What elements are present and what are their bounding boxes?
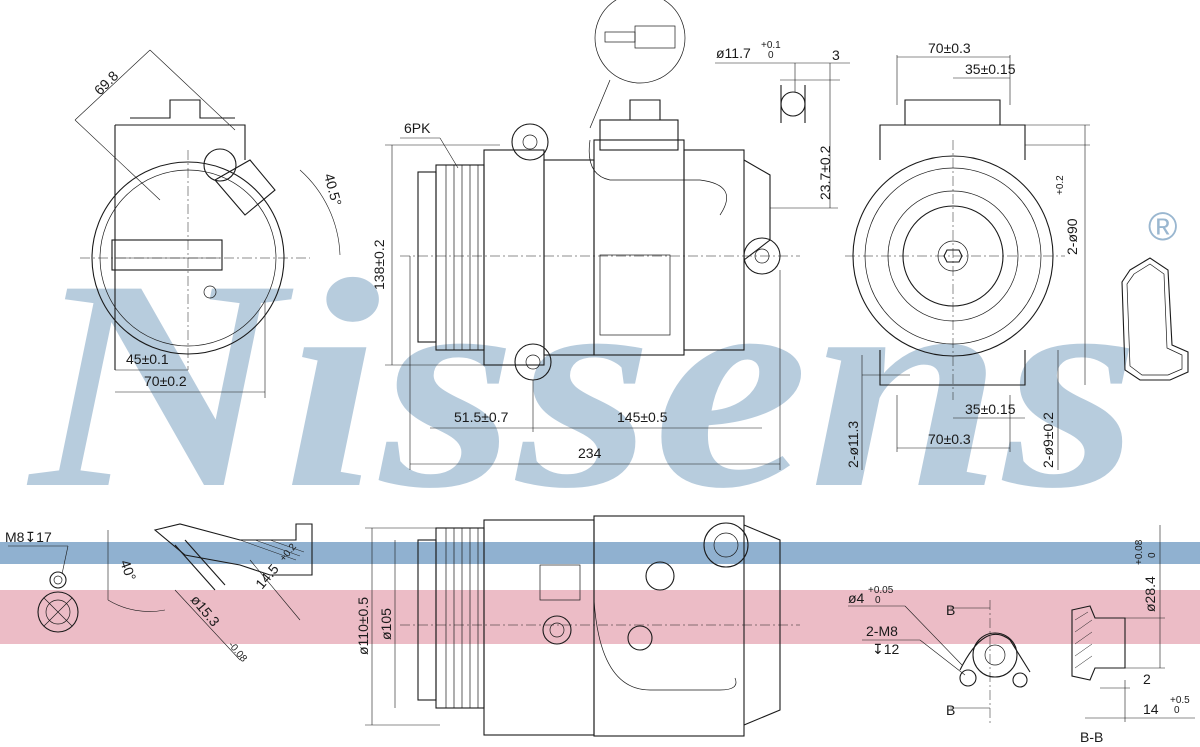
dim-70-side: 70±0.2 <box>144 373 187 389</box>
label-b-up: B <box>946 602 955 618</box>
dim-m8b: 2-M8 <box>866 623 898 639</box>
dim-4-tol-up: +0.05 <box>868 585 894 596</box>
port-detail: M8↧17 <box>5 529 79 633</box>
blue-band <box>0 542 1200 564</box>
dim-40: 40° <box>117 558 139 583</box>
dim-23-7: 23.7±0.2 <box>817 145 833 200</box>
dim-11-7-tol-lo: 0 <box>768 50 774 61</box>
dim-40-5: 40.5° <box>321 172 345 208</box>
dim-28-4-tol-up: +0.08 <box>1134 539 1145 565</box>
dim-14-5: 14.5 <box>252 561 282 592</box>
dim-138: 138±0.2 <box>371 239 387 290</box>
top-view: ø110±0.5 ø105 <box>355 515 800 737</box>
dim-14-tol-lo: 0 <box>1174 705 1180 716</box>
dim-51-5: 51.5±0.7 <box>454 409 509 425</box>
gasket-outline <box>1121 257 1189 381</box>
front-view: 6PK 138±0.2 51.5±0.7 145±0.5 234 <box>371 0 800 470</box>
dim-2: 2 <box>1143 671 1151 687</box>
dim-105: ø105 <box>378 608 394 640</box>
end-view: 70±0.3 35±0.15 2-ø90 +0.2 2-ø11.3 2-ø9±0… <box>845 40 1090 470</box>
dim-90-tol: +0.2 <box>1055 175 1066 195</box>
mount-detail: B B ø4 +0.05 0 2-M8 ↧12 <box>848 585 1031 725</box>
dim-28-4: ø28.4 <box>1142 576 1158 612</box>
dim-14: 14 <box>1143 701 1159 717</box>
dim-28-4-tol-lo: 0 <box>1147 552 1158 558</box>
dim-234: 234 <box>578 445 602 461</box>
section-b-b: ø28.4 +0.08 0 2 14 +0.5 0 B-B <box>1071 525 1195 745</box>
dim-3: 3 <box>832 47 840 63</box>
dim-90: 2-ø90 <box>1064 218 1080 255</box>
dim-110: ø110±0.5 <box>355 597 371 655</box>
dim-12: ↧12 <box>872 641 900 657</box>
dim-70-top: 70±0.3 <box>928 40 971 56</box>
dim-145: 145±0.5 <box>617 409 668 425</box>
dim-9: 2-ø9±0.2 <box>1040 412 1056 468</box>
dim-45: 45±0.1 <box>126 351 169 367</box>
fitting-detail: ø11.7 +0.1 0 3 23.7±0.2 <box>715 40 850 209</box>
dim-m8: M8↧17 <box>5 529 52 545</box>
dim-11-7: ø11.7 <box>716 45 751 61</box>
dim-35-top: 35±0.15 <box>965 61 1016 77</box>
dim-35-bot: 35±0.15 <box>965 401 1016 417</box>
dim-11-7-tol-up: +0.1 <box>761 40 781 51</box>
dim-69-8: 69.8 <box>91 67 122 98</box>
red-band <box>0 590 1200 644</box>
dim-11-3: 2-ø11.3 <box>845 421 861 468</box>
dim-4: ø4 <box>848 590 865 606</box>
label-bb: B-B <box>1080 729 1103 745</box>
dim-70-bot: 70±0.3 <box>928 431 971 447</box>
registered-mark: ® <box>1148 205 1177 249</box>
brand-watermark: Nissens <box>25 218 1140 550</box>
label-6pk: 6PK <box>404 120 431 136</box>
dim-4-tol-lo: 0 <box>875 595 881 606</box>
dim-14-tol-up: +0.5 <box>1170 695 1190 706</box>
label-b-lo: B <box>946 702 955 718</box>
